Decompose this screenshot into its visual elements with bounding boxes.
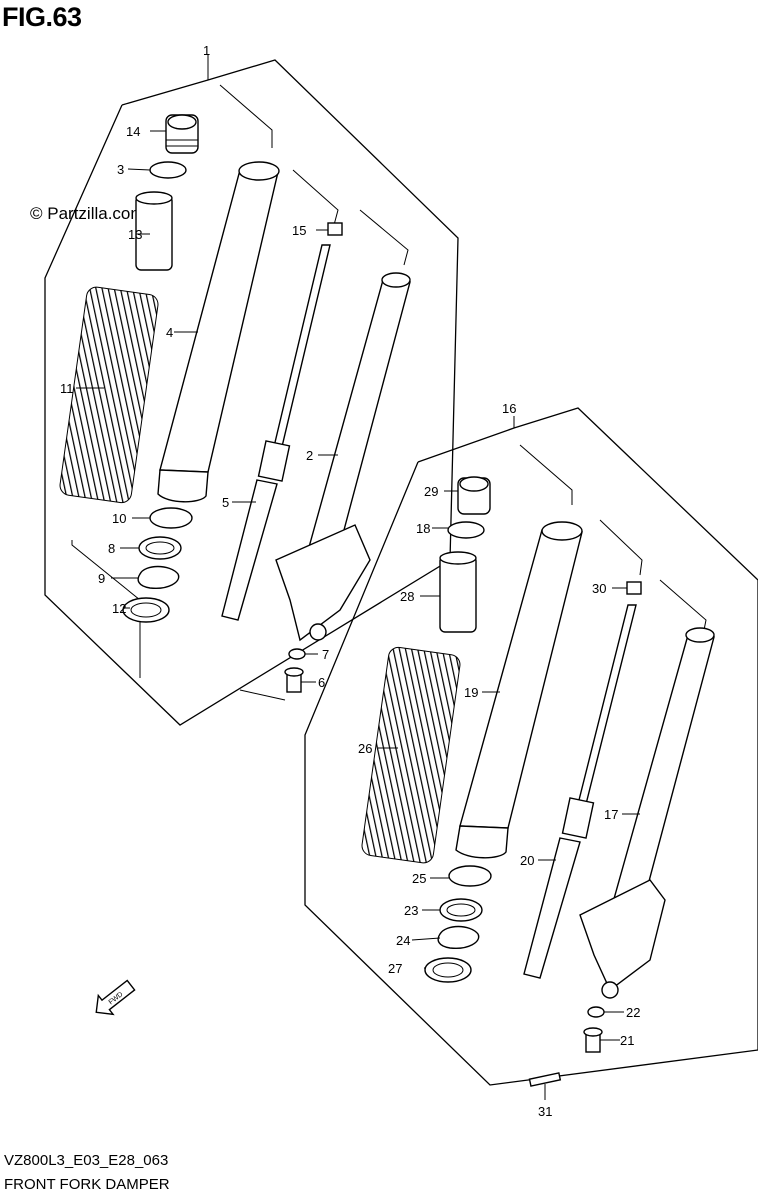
callout-13: 13 <box>128 227 142 242</box>
callout-6: 6 <box>318 675 325 690</box>
callout-30: 30 <box>592 581 606 596</box>
callout-4: 4 <box>166 325 173 340</box>
part-29-cap <box>457 476 491 515</box>
part-17-inner-tube <box>579 627 715 999</box>
callout-5: 5 <box>222 495 229 510</box>
callout-11: 11 <box>60 381 74 396</box>
part-27-oil-seal <box>424 957 472 983</box>
callout-28: 28 <box>400 589 414 604</box>
model-code: VZ800L3_E03_E28_063 <box>4 1152 169 1169</box>
part-3-o-ring <box>149 161 187 179</box>
callout-14: 14 <box>126 124 140 139</box>
callout-3: 3 <box>117 162 124 177</box>
part-26-spring <box>361 646 461 864</box>
part-14-cap <box>165 114 199 154</box>
callout-15: 15 <box>292 223 306 238</box>
diagram-name: FRONT FORK DAMPER <box>4 1176 170 1193</box>
assembly-16-panel-a <box>519 444 573 505</box>
callout-16: 16 <box>502 401 516 416</box>
callout-12: 12 <box>112 601 126 616</box>
part-31-screw <box>528 1072 562 1087</box>
part-13-spacer <box>135 191 173 271</box>
callout-2: 2 <box>306 448 313 463</box>
fwd-arrow-icon: FWD <box>95 979 136 1016</box>
part-12-oil-seal <box>122 597 170 623</box>
callout-9: 9 <box>98 571 105 586</box>
assembly-1-panel-d <box>71 540 141 678</box>
part-8-bushing <box>138 536 182 560</box>
watermark: © Partzilla.com <box>30 204 145 223</box>
callout-25: 25 <box>412 871 426 886</box>
part-24-stopper-ring <box>437 925 480 950</box>
assembly-1-panel-e <box>239 689 286 701</box>
callout-8: 8 <box>108 541 115 556</box>
callout-21: 21 <box>620 1033 634 1048</box>
callout-31: 31 <box>538 1104 552 1119</box>
assembly-1-panel-c <box>359 209 409 266</box>
part-2-inner-tube <box>275 272 411 642</box>
assembly-16-outline <box>304 407 758 1086</box>
assembly-16-panel-b <box>599 519 643 576</box>
figure-title: FIG.63 <box>2 2 82 32</box>
callout-19: 19 <box>464 685 478 700</box>
part-23-bushing <box>439 898 483 922</box>
callout-1: 1 <box>203 43 210 58</box>
callout-7: 7 <box>322 647 329 662</box>
assembly-1-panel-b <box>292 169 339 226</box>
part-9-stopper-ring <box>137 565 180 590</box>
callout-27: 27 <box>388 961 402 976</box>
part-20-damper-rod <box>523 604 637 979</box>
callout-18: 18 <box>416 521 430 536</box>
part-18-o-ring <box>447 521 485 539</box>
part-4-outer-tube <box>157 161 280 503</box>
callout-26: 26 <box>358 741 372 756</box>
callout-24: 24 <box>396 933 410 948</box>
callout-23: 23 <box>404 903 418 918</box>
callout-17: 17 <box>604 807 618 822</box>
part-6-bolt <box>284 667 304 693</box>
callout-29: 29 <box>424 484 438 499</box>
part-15-nut <box>327 222 343 236</box>
assembly-1-panel-a <box>219 84 273 148</box>
callout-20: 20 <box>520 853 534 868</box>
part-21-bolt <box>583 1027 603 1053</box>
part-25-ring <box>448 865 492 887</box>
part-11-spring <box>59 286 159 504</box>
callout-10: 10 <box>112 511 126 526</box>
part-22-washer <box>587 1006 605 1018</box>
callout-leaders <box>76 130 640 1100</box>
part-7-washer <box>288 648 306 660</box>
part-19-outer-tube <box>455 521 583 859</box>
part-5-damper-rod <box>221 244 331 621</box>
part-30-nut <box>626 581 642 595</box>
part-28-spacer <box>439 551 477 633</box>
part-10-ring <box>149 507 193 529</box>
callout-22: 22 <box>626 1005 640 1020</box>
